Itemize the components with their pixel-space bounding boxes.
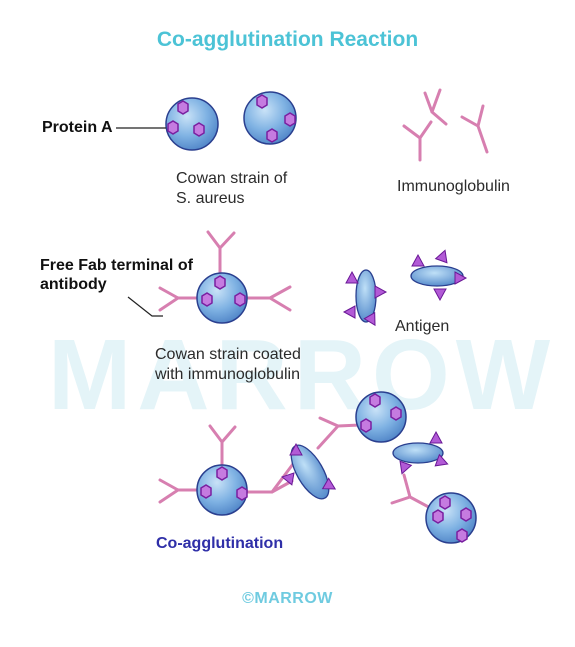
lattice-cell-top-right xyxy=(355,391,407,443)
antigen-label: Antigen xyxy=(395,318,450,335)
lattice-antigen-left xyxy=(280,443,339,500)
free-antibody-2 xyxy=(423,88,448,126)
lattice-antigen-right xyxy=(392,431,451,477)
fab-label-line1: Free Fab terminal of xyxy=(40,257,193,274)
free-antibody-1 xyxy=(402,120,433,162)
cowan-strain-label-line2: S. aureus xyxy=(176,190,245,207)
watermark: MARROW xyxy=(48,319,557,431)
immunoglobulin-label: Immunoglobulin xyxy=(397,178,510,195)
credit-text: ©MARROW xyxy=(242,590,333,607)
cowan-strain-label-line1: Cowan strain of xyxy=(176,170,288,187)
protein-a-label: Protein A xyxy=(42,119,113,136)
antigen-1 xyxy=(343,269,387,329)
antigen-2 xyxy=(410,247,467,301)
lattice-cell-bottom-right xyxy=(425,492,477,544)
lattice-cell-left xyxy=(196,464,248,516)
coated-cowan-cell xyxy=(158,230,292,324)
coagglutination-label: Co-agglutination xyxy=(156,535,284,552)
coagglutination-lattice xyxy=(158,391,477,544)
free-immunoglobulins xyxy=(402,88,489,162)
coated-strain-label-line1: Cowan strain coated xyxy=(155,346,301,363)
free-antibody-3 xyxy=(460,104,489,154)
cowan-cell-1 xyxy=(165,97,219,151)
cowan-cell-2 xyxy=(243,91,297,145)
fab-label-line2: antibody xyxy=(40,276,107,293)
diagram-title: Co-agglutination Reaction xyxy=(156,28,419,51)
fab-leader-line xyxy=(127,296,163,317)
coated-strain-label-line2: with immunoglobulin xyxy=(155,366,300,383)
